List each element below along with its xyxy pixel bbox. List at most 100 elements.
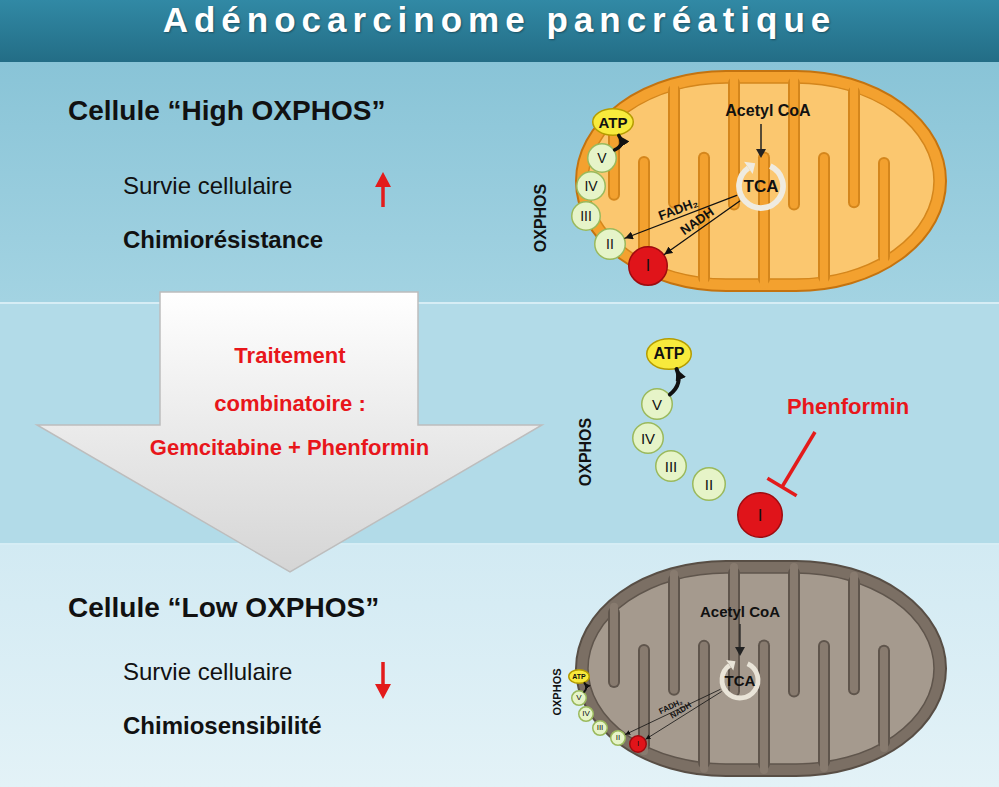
oval-fill	[738, 493, 783, 538]
crista	[700, 646, 708, 769]
atp-badge: ATP	[568, 669, 590, 684]
band-text: Survie cellulaire	[123, 658, 292, 686]
node-text: III	[597, 724, 604, 732]
crista	[670, 84, 678, 203]
crista	[790, 77, 798, 205]
axis-label: OXPHOS	[551, 668, 563, 715]
node-text: II	[705, 477, 713, 492]
metabolite-label: Acetyl CoA	[703, 102, 833, 120]
band-text: Chimiosensibilité	[123, 712, 322, 740]
complex-circle: IV	[632, 422, 664, 454]
title-text: Adénocarcinome pancréatique	[0, 0, 999, 62]
crista	[880, 651, 888, 748]
mitochondrion: Acetyl CoATCAATPVIVIIIIII	[575, 70, 947, 292]
band-text: Chimiorésistance	[123, 226, 323, 254]
crista	[850, 576, 858, 689]
crista	[790, 567, 798, 691]
drug-label: Phenformin	[787, 394, 909, 420]
oval-fill	[611, 731, 626, 746]
oval-fill	[629, 247, 668, 286]
node-text: III	[580, 209, 592, 223]
atp-badge: ATP	[592, 108, 634, 136]
node-text: IV	[641, 431, 655, 446]
treatment-text: Traitement combinatoire :	[180, 332, 400, 428]
metabolite-label: Acetyl CoA	[680, 603, 800, 620]
oval-fill	[630, 736, 647, 753]
oval-fill	[569, 670, 590, 684]
crista	[820, 646, 828, 768]
band-heading: Cellule “High OXPHOS”	[68, 95, 385, 127]
complex-circle: V	[641, 388, 673, 420]
oval-fill	[647, 339, 692, 370]
node-text: I	[637, 740, 639, 748]
band-heading: Cellule “Low OXPHOS”	[68, 592, 379, 624]
oval-fill	[588, 144, 617, 173]
crista	[850, 86, 858, 202]
complex-circle: V	[587, 143, 617, 173]
cycle-arrow-head	[744, 162, 755, 174]
oval-fill	[572, 202, 601, 231]
oval-fill	[579, 707, 594, 722]
band-text: Survie cellulaire	[123, 172, 292, 200]
oval-fill	[633, 423, 664, 454]
complex-i-circle: I	[629, 735, 647, 753]
complex-i-circle: I	[737, 492, 783, 538]
node-text: II	[616, 734, 620, 742]
cycle-arrow-head	[726, 660, 735, 670]
treatment-text: Gemcitabine + Phenformin	[57, 424, 522, 472]
inhibition-line	[782, 432, 815, 487]
node-text: V	[597, 151, 606, 165]
complex-circle: II	[610, 730, 626, 746]
crista	[610, 607, 618, 682]
node-text: V	[576, 694, 581, 702]
complex-circle: III	[655, 450, 687, 482]
oval-fill	[593, 109, 634, 136]
oval-fill	[595, 229, 626, 260]
node-text: TCA	[725, 673, 756, 688]
complex-circle: III	[571, 201, 601, 231]
oval-fill	[577, 172, 606, 201]
crista	[670, 574, 678, 690]
node-text: ATP	[572, 673, 585, 680]
mito-outer-membrane	[576, 71, 946, 291]
oval-fill	[693, 468, 726, 501]
tca-cycle: TCA	[735, 160, 787, 212]
complex-circle: V	[571, 690, 587, 706]
node-text: III	[665, 459, 678, 474]
oval-fill	[572, 691, 587, 706]
node-text: TCA	[744, 178, 779, 195]
complex-circle: II	[594, 228, 626, 260]
node-text: I	[646, 258, 650, 274]
node-text: IV	[582, 710, 590, 718]
tca-cycle: TCA	[718, 658, 762, 702]
oval-fill	[593, 721, 608, 736]
node-text: ATP	[599, 115, 628, 130]
complex-i-circle: I	[628, 246, 668, 286]
mito-outer-membrane	[576, 561, 946, 776]
axis-label: OXPHOS	[577, 418, 595, 486]
complex-circle: III	[592, 720, 608, 736]
cycle-arc	[739, 166, 783, 208]
axis-label: OXPHOS	[532, 184, 550, 252]
complex-circle: II	[692, 467, 726, 501]
treatment-arrow: Traitement combinatoire :Gemcitabine + P…	[37, 292, 542, 572]
crista	[880, 163, 888, 263]
node-text: II	[606, 237, 614, 251]
cycle-arc	[722, 664, 758, 698]
node-text: IV	[584, 179, 597, 193]
connector-arrow	[670, 369, 679, 394]
inhibition-bar	[767, 478, 796, 496]
header-bar: Adénocarcinome pancréatique	[0, 0, 999, 62]
cell-band: Cellule “High OXPHOS” Survie cellulaireCh…	[0, 62, 999, 302]
node-text: ATP	[654, 346, 685, 362]
atp-badge: ATP	[646, 338, 692, 370]
oval-fill	[642, 389, 673, 420]
crista	[820, 158, 828, 283]
arrow-body	[37, 292, 542, 572]
complex-circle: IV	[578, 706, 594, 722]
arrow-shape	[37, 292, 542, 572]
mitochondrion: Acetyl CoATCAATPVIVIIIIII	[575, 560, 947, 777]
node-text: V	[652, 397, 662, 412]
cell-band: Cellule “Low OXPHOS” Survie cellulaireChi…	[0, 545, 999, 787]
